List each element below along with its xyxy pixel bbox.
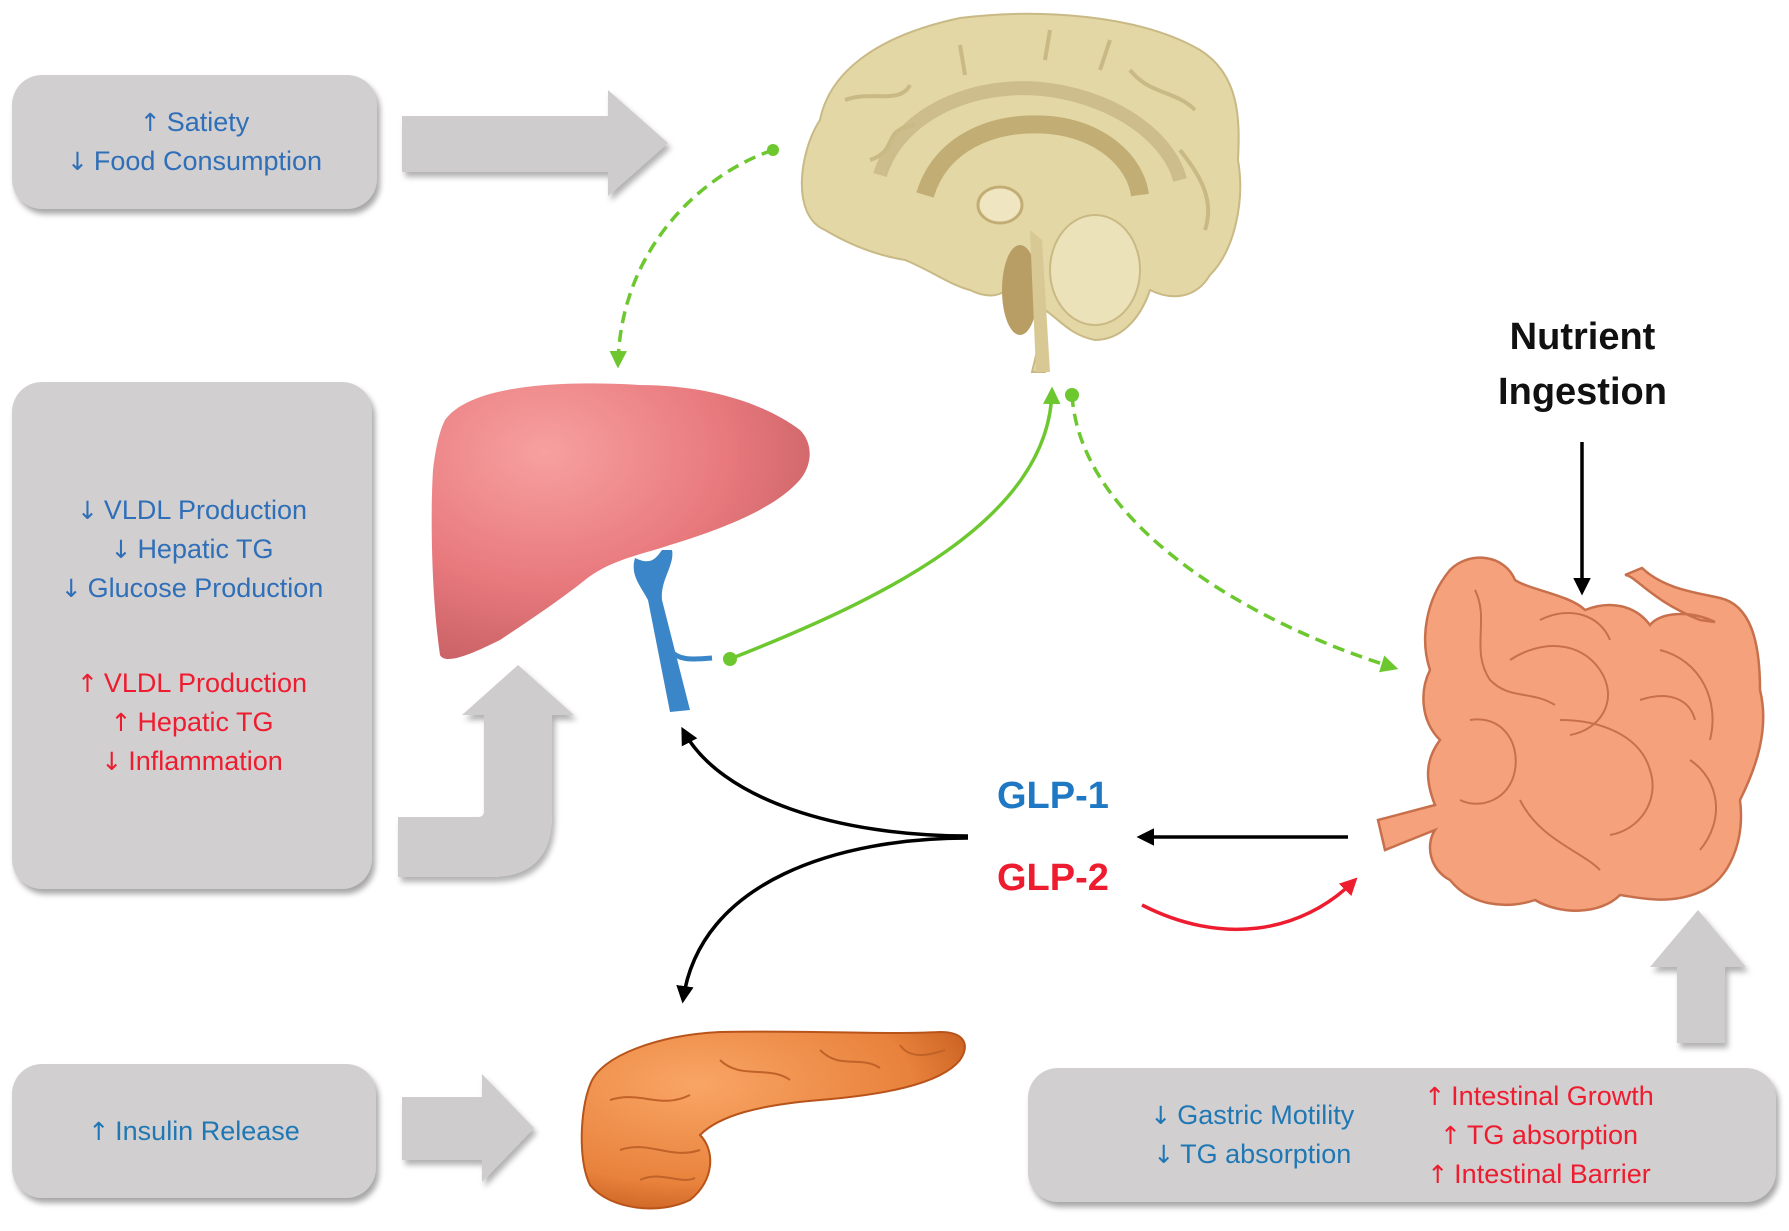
effect-item: ↓VLDL Production <box>77 491 307 530</box>
connector-brain-to-intestine <box>1065 388 1399 673</box>
effect-item: ↓Glucose Production <box>61 569 324 608</box>
panel-intestine-effects: ↓Gastric Motility ↓TG absorption ↑Intest… <box>1028 1068 1776 1202</box>
down-arrow-icon: ↓ <box>110 534 132 564</box>
block-arrow-to-brain <box>402 90 668 196</box>
down-arrow-icon: ↓ <box>60 573 82 603</box>
down-arrow-icon: ↓ <box>1153 1140 1175 1169</box>
connector-brain-to-liver <box>609 144 779 369</box>
nutrient-ingestion-label: Nutrient Ingestion <box>1490 310 1675 420</box>
effect-item: ↑VLDL Production <box>77 664 307 703</box>
effect-item: ↓Gastric Motility <box>1150 1096 1354 1135</box>
block-arrow-to-liver <box>398 665 574 877</box>
liver-illustration <box>431 383 810 660</box>
down-arrow-icon: ↓ <box>66 147 88 176</box>
effect-item: ↑TG absorption <box>1440 1116 1638 1155</box>
nutrient-label-line2: Ingestion <box>1498 371 1667 413</box>
panel-brain-effects: ↑Satiety ↓Food Consumption <box>12 75 377 209</box>
down-arrow-icon: ↓ <box>101 746 123 776</box>
block-arrow-to-intestine <box>1650 910 1746 1043</box>
effect-item: ↓Inflammation <box>101 742 283 781</box>
up-arrow-icon: ↑ <box>139 108 161 137</box>
panel-liver-effects: ↓VLDL Production ↓Hepatic TG ↓Glucose Pr… <box>12 382 372 889</box>
effect-item: ↑Intestinal Growth <box>1424 1077 1654 1116</box>
glp2-effects-column: ↑Intestinal Growth ↑TG absorption ↑Intes… <box>1424 1077 1654 1194</box>
down-arrow-icon: ↓ <box>1150 1101 1172 1130</box>
block-arrow-to-pancreas <box>402 1074 534 1182</box>
panel-pancreas-effects: ↑Insulin Release <box>12 1064 376 1198</box>
brain-illustration <box>800 12 1242 373</box>
down-arrow-icon: ↓ <box>76 495 98 525</box>
effect-item: ↓Hepatic TG <box>110 530 273 569</box>
connector-portal-vein-to-brain <box>723 386 1061 666</box>
effect-item: ↓Food Consumption <box>67 142 322 181</box>
effect-item: ↑Insulin Release <box>88 1112 300 1151</box>
connector-glp2-to-intestine <box>1141 877 1358 931</box>
effect-item: ↑Hepatic TG <box>110 703 273 742</box>
nutrient-label-line1: Nutrient <box>1509 316 1656 358</box>
glp2-label: GLP-2 <box>997 857 1109 899</box>
intestine-illustration <box>1376 556 1765 912</box>
effect-item: ↓TG absorption <box>1153 1135 1351 1174</box>
up-arrow-icon: ↑ <box>76 668 98 698</box>
glp1-label: GLP-1 <box>997 775 1109 817</box>
up-arrow-icon: ↑ <box>110 707 132 737</box>
up-arrow-icon: ↑ <box>88 1116 110 1146</box>
effect-item: ↑Satiety <box>140 103 250 142</box>
effect-item: ↑Intestinal Barrier <box>1427 1155 1651 1194</box>
connector-glp1-to-portal-vein <box>681 726 969 838</box>
portal-vein-illustration <box>633 550 713 712</box>
up-arrow-icon: ↑ <box>1424 1081 1446 1111</box>
up-arrow-icon: ↑ <box>1427 1159 1449 1189</box>
glp1-effects-column: ↓Gastric Motility ↓TG absorption <box>1150 1096 1354 1174</box>
up-arrow-icon: ↑ <box>1439 1120 1461 1150</box>
pancreas-illustration <box>580 1030 966 1210</box>
connector-glp1-to-pancreas <box>676 836 969 1004</box>
